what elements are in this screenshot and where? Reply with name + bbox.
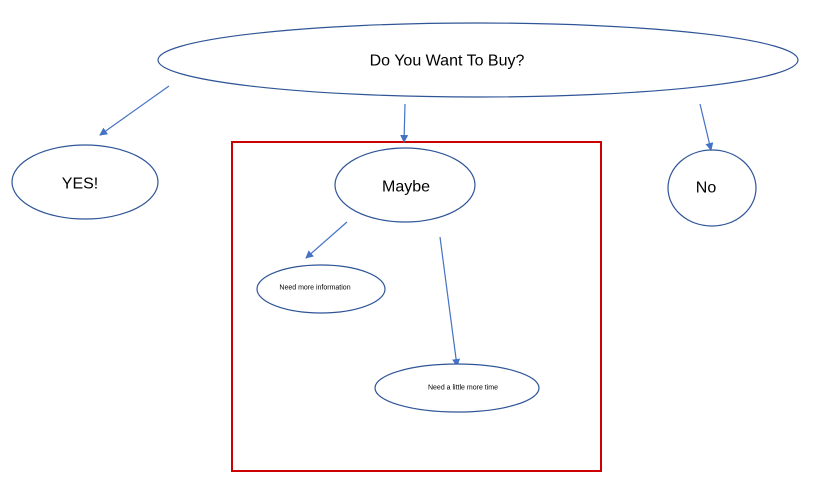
edge-root-to-yes [99, 85, 170, 136]
node-need-info-shape [256, 264, 386, 314]
edge-root-to-maybe [400, 103, 409, 143]
node-maybe-label: Maybe [382, 179, 430, 196]
edge-maybe-to-need-time [439, 236, 461, 367]
node-root-shape [157, 22, 799, 98]
node-yes-label: YES! [62, 176, 98, 193]
edge-root-to-no [699, 103, 714, 151]
node-need-time-label: Need a little more time [428, 385, 498, 392]
node-maybe-shape [334, 147, 476, 223]
node-no-shape [667, 149, 757, 227]
maybe-group-frame [231, 141, 602, 472]
node-need-time-shape [374, 363, 540, 413]
node-no-label: No [696, 180, 717, 197]
node-maybe: Maybe [334, 147, 476, 223]
edges [99, 85, 714, 367]
node-need-info-label: Need more information [279, 285, 350, 292]
node-root: Do You Want To Buy? [157, 22, 799, 98]
node-need-time: Need a little more time [374, 363, 540, 413]
node-root-label: Do You Want To Buy? [370, 53, 525, 70]
edge-maybe-to-need-info [305, 221, 348, 259]
node-yes: YES! [11, 144, 159, 220]
node-need-info: Need more information [256, 264, 386, 314]
node-no: No [667, 149, 757, 227]
node-yes-shape [11, 144, 159, 220]
